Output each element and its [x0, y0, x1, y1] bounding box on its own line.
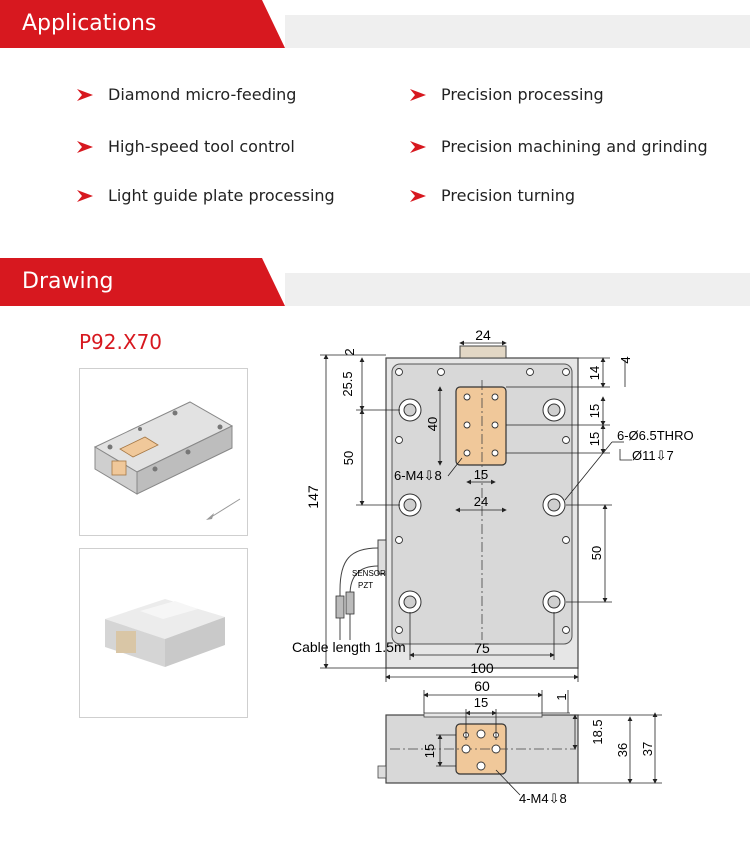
product-photo — [79, 548, 248, 718]
drawing-header: Drawing — [0, 258, 750, 306]
dim-label: 15 — [587, 432, 602, 446]
sensor-label: SENSOR — [352, 569, 386, 578]
dim-label: 15 — [474, 467, 488, 482]
drawing-title: Drawing — [22, 269, 114, 294]
dim-label: 15 — [587, 404, 602, 418]
hole-note: 6-Ø6.5THRO — [617, 428, 694, 443]
stage-photo-image — [105, 599, 225, 667]
application-label: Precision machining and grinding — [441, 137, 708, 156]
arrow-right-icon — [410, 190, 426, 202]
dim-label: 2 — [342, 348, 357, 355]
thread-note: 6-M4⇩8 — [394, 468, 442, 483]
application-label: Diamond micro-feeding — [108, 85, 297, 104]
dim-label: 18.5 — [590, 719, 605, 744]
arrow-right-icon — [77, 141, 93, 153]
model-name: P92.X70 — [79, 330, 163, 354]
pzt-label: PZT — [358, 581, 373, 590]
application-label: Light guide plate processing — [108, 186, 335, 205]
dim-label: 75 — [474, 640, 490, 656]
dim-label: 60 — [474, 678, 490, 694]
applications-header: Applications — [0, 0, 750, 48]
dim-label: 37 — [640, 742, 655, 756]
cable-note: Cable length 1.5m — [292, 639, 406, 655]
moving-block — [455, 386, 507, 466]
application-label: High-speed tool control — [108, 137, 295, 156]
arrow-right-icon — [77, 89, 93, 101]
side-view-top — [423, 712, 543, 718]
arrow-right-icon — [77, 190, 93, 202]
dim-label: 24 — [474, 494, 488, 509]
dim-label: 15 — [422, 744, 437, 758]
header-red-tab — [0, 0, 285, 48]
dim-label: 15 — [474, 695, 488, 710]
product-photo-3d — [79, 368, 248, 536]
header-grey-strip — [285, 273, 750, 306]
dim-label: 147 — [305, 485, 321, 509]
header-red-tab — [0, 258, 285, 306]
hole-note: Ø11⇩7 — [632, 448, 674, 463]
dim-label: 50 — [589, 546, 604, 560]
arrow-right-icon — [410, 89, 426, 101]
applications-title: Applications — [22, 11, 157, 36]
top-view-inner-plate — [391, 363, 573, 645]
dim-label: 50 — [341, 451, 356, 465]
top-view-tab — [459, 345, 507, 359]
stage-3d-image — [93, 401, 241, 520]
dim-label: 25.5 — [340, 371, 355, 396]
dim-label: 24 — [475, 327, 491, 343]
header-grey-strip — [285, 15, 750, 48]
arrow-right-icon — [410, 141, 426, 153]
thread-note: 4-M4⇩8 — [519, 791, 567, 806]
dim-label: 1 — [554, 693, 569, 700]
application-label: Precision turning — [441, 186, 576, 205]
dim-label: 40 — [425, 417, 440, 431]
dim-label: 4 — [618, 356, 633, 363]
dim-label: 100 — [470, 660, 494, 676]
dim-label: 14 — [587, 366, 602, 380]
dim-label: 36 — [615, 743, 630, 757]
application-label: Precision processing — [441, 85, 604, 104]
